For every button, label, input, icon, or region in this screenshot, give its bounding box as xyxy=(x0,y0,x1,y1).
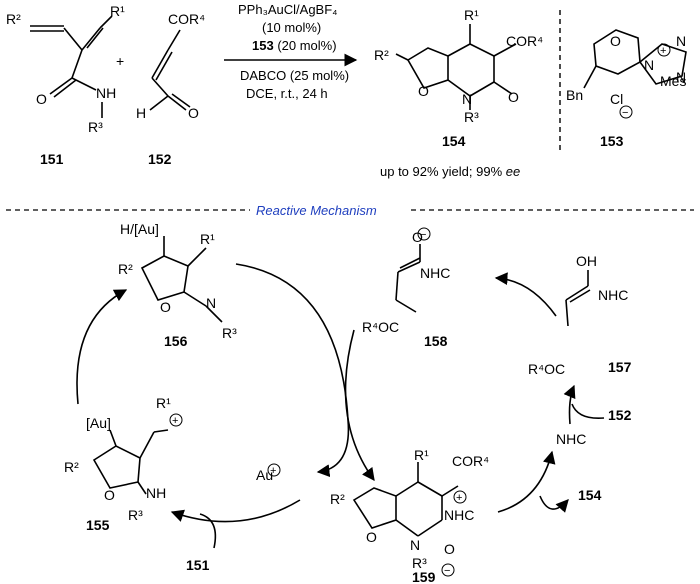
atom-mes: Mes xyxy=(660,73,686,89)
atom-o: O xyxy=(160,299,171,315)
atom-r3: R³ xyxy=(88,119,103,135)
compound-152: COR⁴ H O xyxy=(136,11,205,121)
label-151: 151 xyxy=(40,151,64,167)
atom-r3: R³ xyxy=(128,507,143,523)
atom-r2: R² xyxy=(64,459,79,475)
mechanism-title: Reactive Mechanism xyxy=(256,203,377,218)
plus-sign: + xyxy=(116,53,124,69)
atom-nh: NH xyxy=(146,485,166,501)
compound-154: R¹ COR⁴ R² O N O R³ xyxy=(374,7,543,125)
atom-oh: OH xyxy=(576,253,597,269)
atom-o: O xyxy=(418,83,429,99)
label-159: 159 xyxy=(412,569,436,584)
label-157: 157 xyxy=(608,359,632,375)
atom-n: N xyxy=(644,57,654,73)
svg-text:+: + xyxy=(270,465,276,477)
atom-r1: R¹ xyxy=(110,3,125,19)
atom-o: O xyxy=(188,105,199,121)
atom-cl: Cl xyxy=(610,91,623,107)
svg-text:−: − xyxy=(444,565,450,577)
charge-symbols: − + + + − + − xyxy=(169,43,671,577)
condition-base: DABCO (25 mol%) xyxy=(240,68,349,83)
atom-nh: NH xyxy=(96,85,116,101)
label-152: 152 xyxy=(148,151,172,167)
label-154: 154 xyxy=(442,133,466,149)
atom-n: N xyxy=(462,91,472,107)
svg-text:+: + xyxy=(456,492,462,504)
atom-o: O xyxy=(412,229,423,245)
compound-158: R⁴OC O NHC xyxy=(362,229,450,335)
atom-cor4: COR⁴ xyxy=(506,33,543,49)
yield-text: up to 92% yield; 99% ee xyxy=(380,164,520,179)
atom-au: [Au] xyxy=(86,415,111,431)
atom-n: N xyxy=(676,33,686,49)
atom-r2: R² xyxy=(6,11,21,27)
atom-r3: R³ xyxy=(464,109,479,125)
atom-hau: H/[Au] xyxy=(120,221,159,237)
label-154-output: 154 xyxy=(578,487,602,503)
atom-r2: R² xyxy=(374,47,389,63)
atom-nhc: NHC xyxy=(420,265,450,281)
svg-text:+: + xyxy=(172,415,178,427)
atom-r4oc: R⁴OC xyxy=(528,361,565,377)
svg-text:−: − xyxy=(420,229,426,241)
atom-o: O xyxy=(610,33,621,49)
compound-156: H/[Au] R¹ R² O N R³ xyxy=(118,221,237,341)
compound-159: R¹ COR⁴ R² O N NHC O R³ xyxy=(330,447,489,571)
condition-catalyst: PPh₃AuCl/AgBF₄ xyxy=(238,2,337,17)
atom-r2: R² xyxy=(330,491,345,507)
label-151-input: 151 xyxy=(186,557,210,573)
compound-157: OH NHC R⁴OC xyxy=(528,253,628,377)
atom-o: O xyxy=(366,529,377,545)
label-158: 158 xyxy=(424,333,448,349)
atom-o: O xyxy=(508,89,519,105)
condition-solvent: DCE, r.t., 24 h xyxy=(246,86,328,101)
label-156: 156 xyxy=(164,333,188,349)
atom-n: N xyxy=(676,69,686,85)
au-cation: Au xyxy=(256,467,273,483)
atom-r2: R² xyxy=(118,261,133,277)
atom-o: O xyxy=(36,91,47,107)
atom-h: H xyxy=(136,105,146,121)
atom-r4oc: R⁴OC xyxy=(362,319,399,335)
atom-r1: R¹ xyxy=(156,395,171,411)
atom-nhc: NHC xyxy=(444,507,474,523)
atom-n: N xyxy=(206,295,216,311)
atom-n: N xyxy=(410,537,420,553)
compound-151: R² R¹ O NH R³ xyxy=(6,3,125,135)
atom-bn: Bn xyxy=(566,87,583,103)
compound-153: O N N N Mes Bn Cl xyxy=(566,29,687,107)
free-nhc: NHC xyxy=(556,431,586,447)
atom-cor4: COR⁴ xyxy=(168,11,205,27)
mechanism-arrows: 151 154 152 xyxy=(76,263,632,573)
condition-loading: (10 mol%) xyxy=(262,20,321,35)
atom-r3: R³ xyxy=(412,555,427,571)
condition-nhc: 153 (20 mol%) xyxy=(252,38,337,53)
compound-155: [Au] R¹ R² O NH R³ xyxy=(64,395,171,523)
atom-cor4: COR⁴ xyxy=(452,453,489,469)
svg-text:−: − xyxy=(622,107,628,119)
atom-o: O xyxy=(444,541,455,557)
atom-o: O xyxy=(104,487,115,503)
atom-r1: R¹ xyxy=(200,231,215,247)
atom-r1: R¹ xyxy=(464,7,479,23)
label-152-input: 152 xyxy=(608,407,632,423)
atom-nhc: NHC xyxy=(598,287,628,303)
atom-r1: R¹ xyxy=(414,447,429,463)
svg-text:+: + xyxy=(660,45,666,57)
label-155: 155 xyxy=(86,517,110,533)
label-153: 153 xyxy=(600,133,624,149)
atom-r3: R³ xyxy=(222,325,237,341)
